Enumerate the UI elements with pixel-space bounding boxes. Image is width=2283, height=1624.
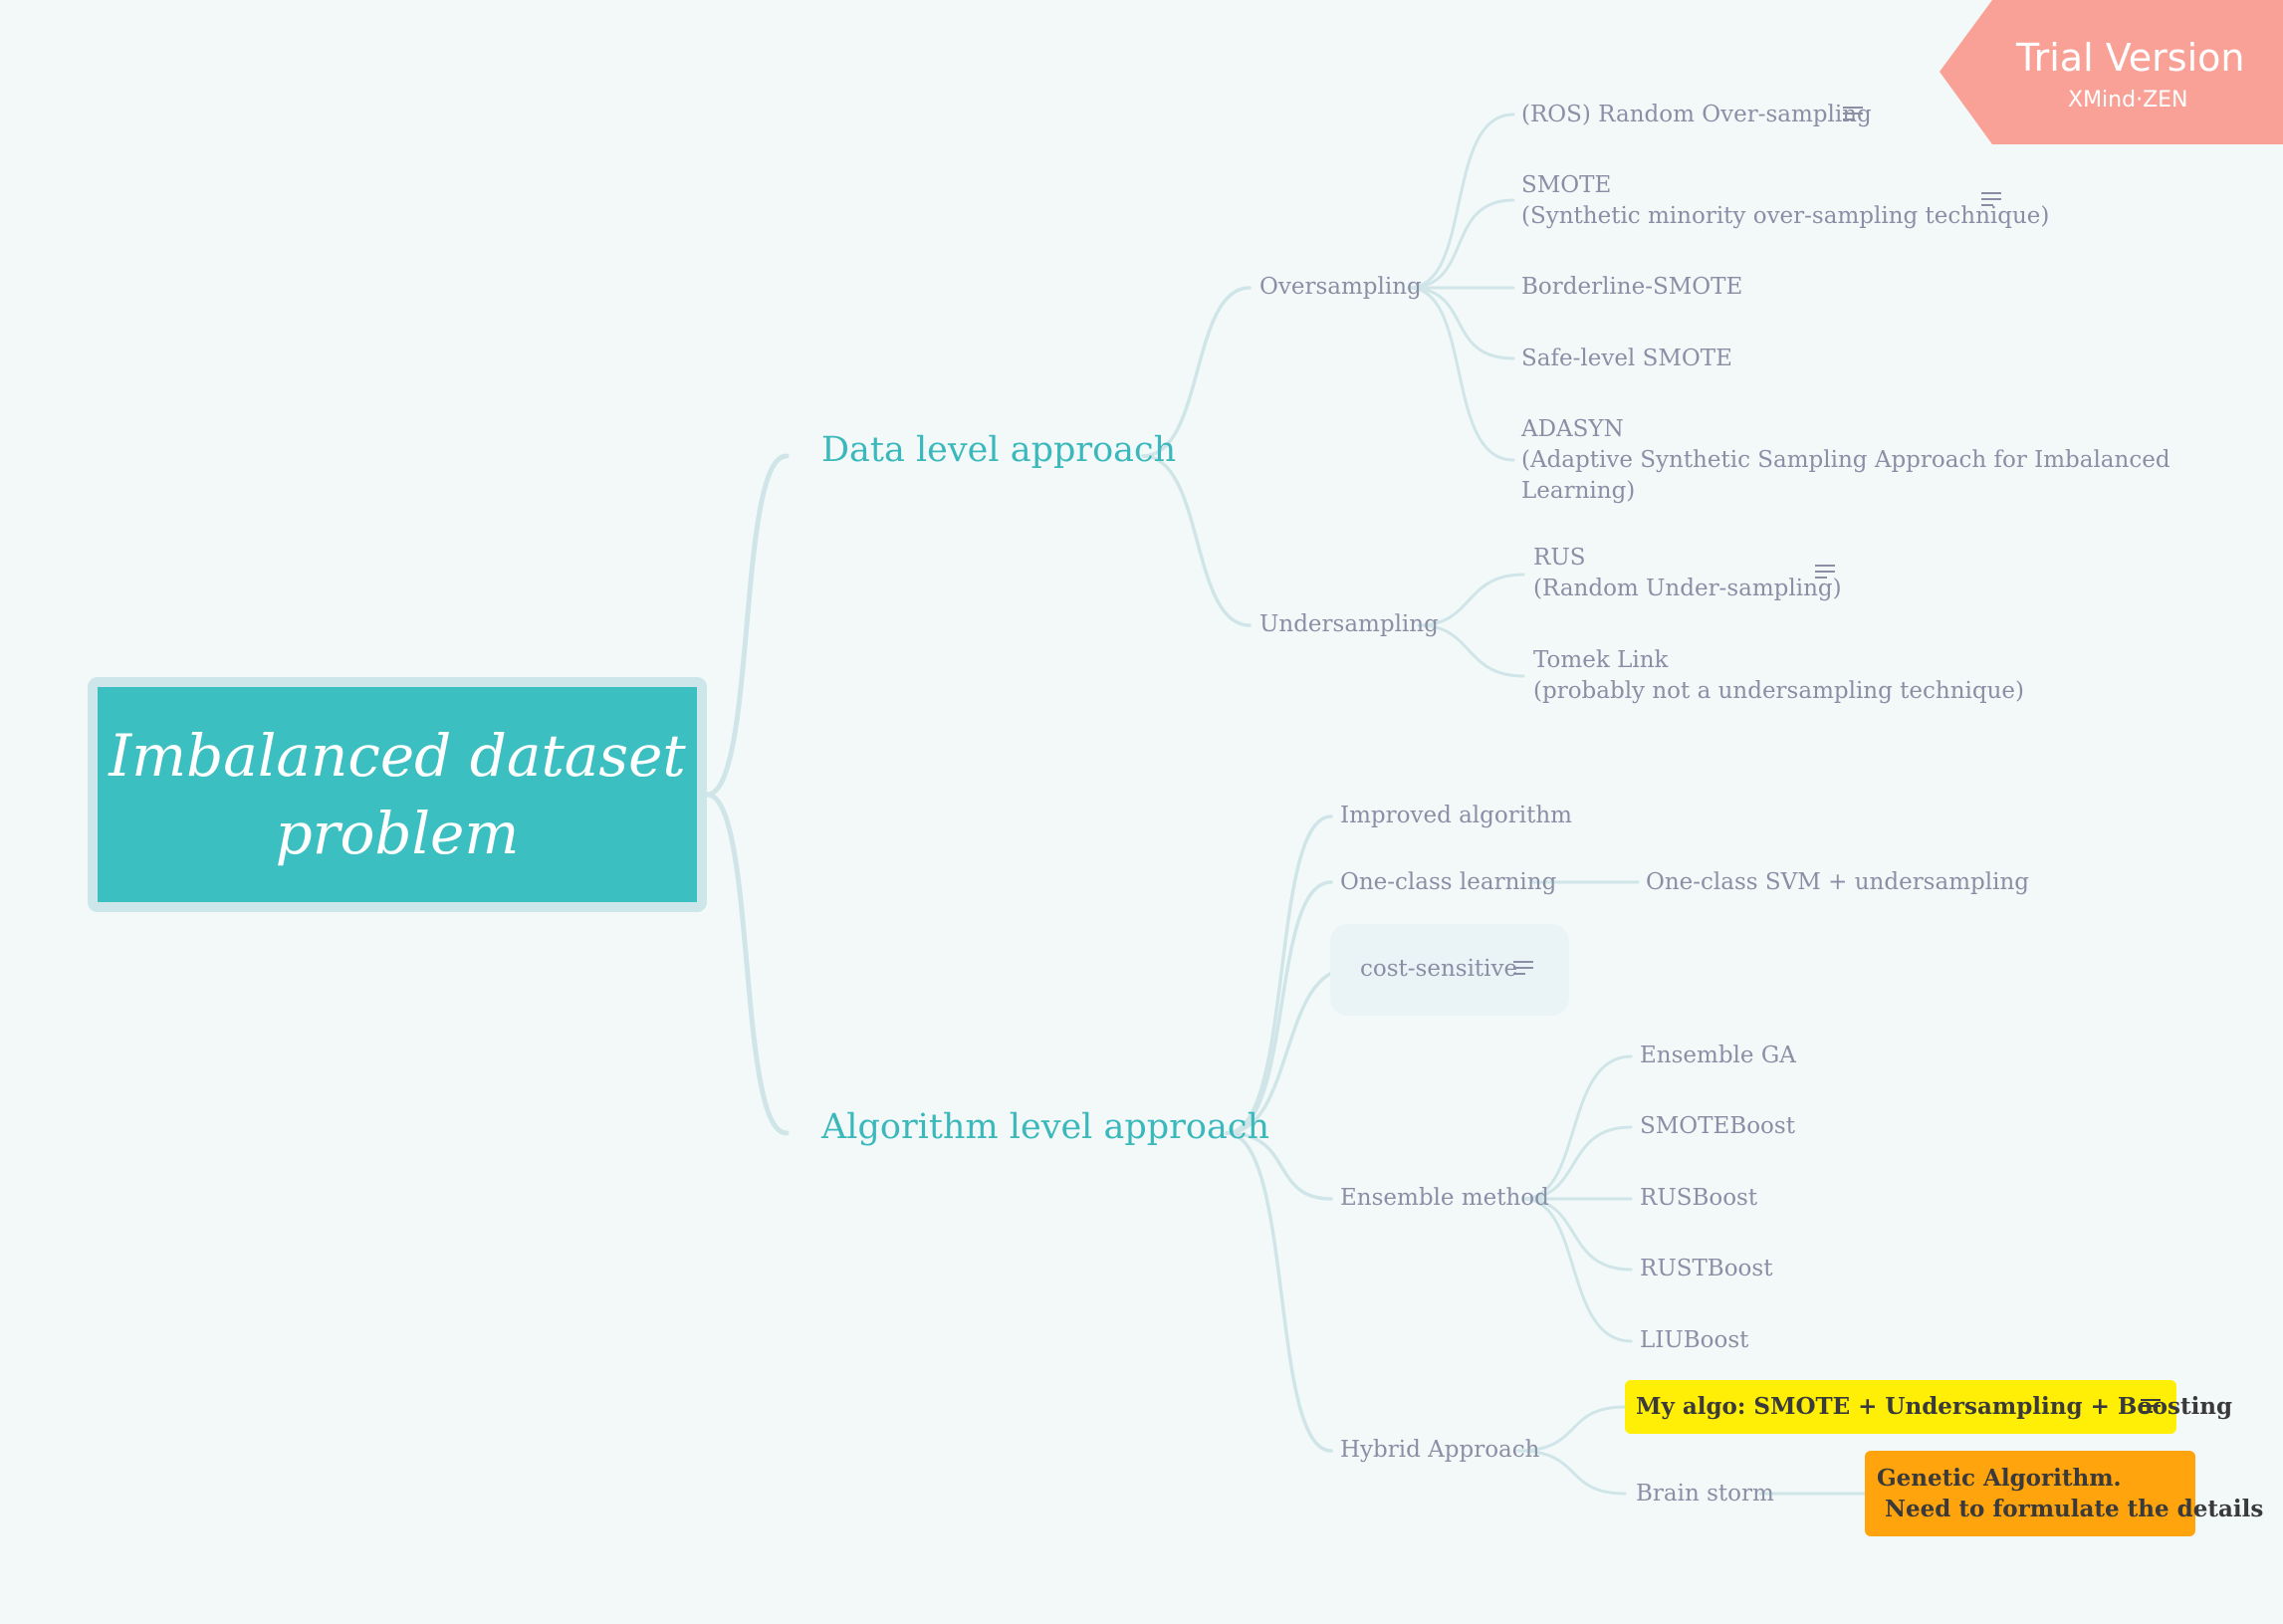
- note-icon[interactable]: [1981, 192, 2001, 208]
- topic-ensemble-method[interactable]: Ensemble method: [1340, 1185, 1549, 1211]
- topic-rus[interactable]: RUS (Random Under-sampling): [1533, 543, 1842, 604]
- root-topic[interactable]: Imbalanced dataset problem: [98, 687, 697, 902]
- note-icon[interactable]: [2141, 1399, 2161, 1415]
- topic-cost-sensitive-selected[interactable]: [1330, 924, 1569, 1016]
- topic-my-algo-highlight[interactable]: [1625, 1380, 2176, 1434]
- topic-algorithm-level-approach[interactable]: Algorithm level approach: [821, 1107, 1269, 1147]
- topic-rustboost[interactable]: RUSTBoost: [1640, 1256, 1773, 1281]
- topic-one-class-svm[interactable]: One-class SVM + undersampling: [1646, 869, 2029, 895]
- topic-adasyn-subtitle-1: (Adaptive Synthetic Sampling Approach fo…: [1521, 447, 2170, 473]
- note-icon[interactable]: [1513, 961, 1533, 977]
- note-icon[interactable]: [1843, 107, 1863, 122]
- trial-ribbon-title: Trial Version: [2016, 36, 2245, 80]
- topic-tomek-title: Tomek Link: [1533, 647, 1669, 673]
- root-topic-line-2: problem: [275, 800, 520, 867]
- trial-ribbon-subtitle: XMind·ZEN: [2068, 88, 2188, 113]
- topic-tomek-subtitle: (probably not a undersampling technique): [1533, 678, 2024, 704]
- topic-smote-subtitle: (Synthetic minority over-sampling techni…: [1521, 203, 2050, 229]
- topic-smoteboost[interactable]: SMOTEBoost: [1640, 1113, 1795, 1139]
- topic-one-class-learning[interactable]: One-class learning: [1340, 869, 1557, 895]
- topic-hybrid-approach[interactable]: Hybrid Approach: [1340, 1437, 1540, 1463]
- topic-rus-title: RUS: [1533, 545, 1586, 571]
- topic-smote[interactable]: SMOTE (Synthetic minority over-sampling …: [1521, 170, 2049, 232]
- topic-ros[interactable]: (ROS) Random Over-sampling: [1521, 100, 1872, 130]
- topic-adasyn-subtitle-2: Learning): [1521, 478, 1636, 504]
- topic-cost-sensitive[interactable]: cost-sensitive: [1360, 956, 1518, 982]
- topic-undersampling[interactable]: Undersampling: [1259, 611, 1439, 637]
- topic-ensemble-ga[interactable]: Ensemble GA: [1640, 1043, 1796, 1068]
- topic-brain-storm[interactable]: Brain storm: [1636, 1481, 1774, 1507]
- root-topic-line-1: Imbalanced dataset: [109, 722, 686, 790]
- topic-genetic-algorithm[interactable]: Genetic Algorithm. Need to formulate the…: [1877, 1465, 2264, 1522]
- topic-borderline-smote[interactable]: Borderline-SMOTE: [1521, 274, 1743, 300]
- topic-oversampling[interactable]: Oversampling: [1259, 274, 1422, 300]
- topic-safe-level-smote[interactable]: Safe-level SMOTE: [1521, 346, 1732, 371]
- topic-adasyn[interactable]: ADASYN (Adaptive Synthetic Sampling Appr…: [1521, 414, 2170, 507]
- topic-liuboost[interactable]: LIUBoost: [1640, 1327, 1749, 1353]
- note-icon[interactable]: [1815, 565, 1835, 580]
- topic-genetic-algorithm-highlight[interactable]: [1865, 1451, 2195, 1536]
- topic-rusboost[interactable]: RUSBoost: [1640, 1185, 1758, 1211]
- trial-ribbon: [1940, 0, 2283, 144]
- topic-rus-subtitle: (Random Under-sampling): [1533, 576, 1842, 601]
- topic-tomek-link[interactable]: Tomek Link (probably not a undersampling…: [1533, 645, 2024, 707]
- topic-my-algo[interactable]: My algo: SMOTE + Undersampling + Boostin…: [1636, 1393, 2233, 1420]
- topic-data-level-approach[interactable]: Data level approach: [821, 430, 1177, 470]
- topic-smote-title: SMOTE: [1521, 172, 1612, 198]
- topic-ros-label: (ROS) Random Over-sampling: [1521, 102, 1872, 127]
- topic-adasyn-title: ADASYN: [1521, 416, 1624, 442]
- topic-improved-algorithm[interactable]: Improved algorithm: [1340, 803, 1572, 828]
